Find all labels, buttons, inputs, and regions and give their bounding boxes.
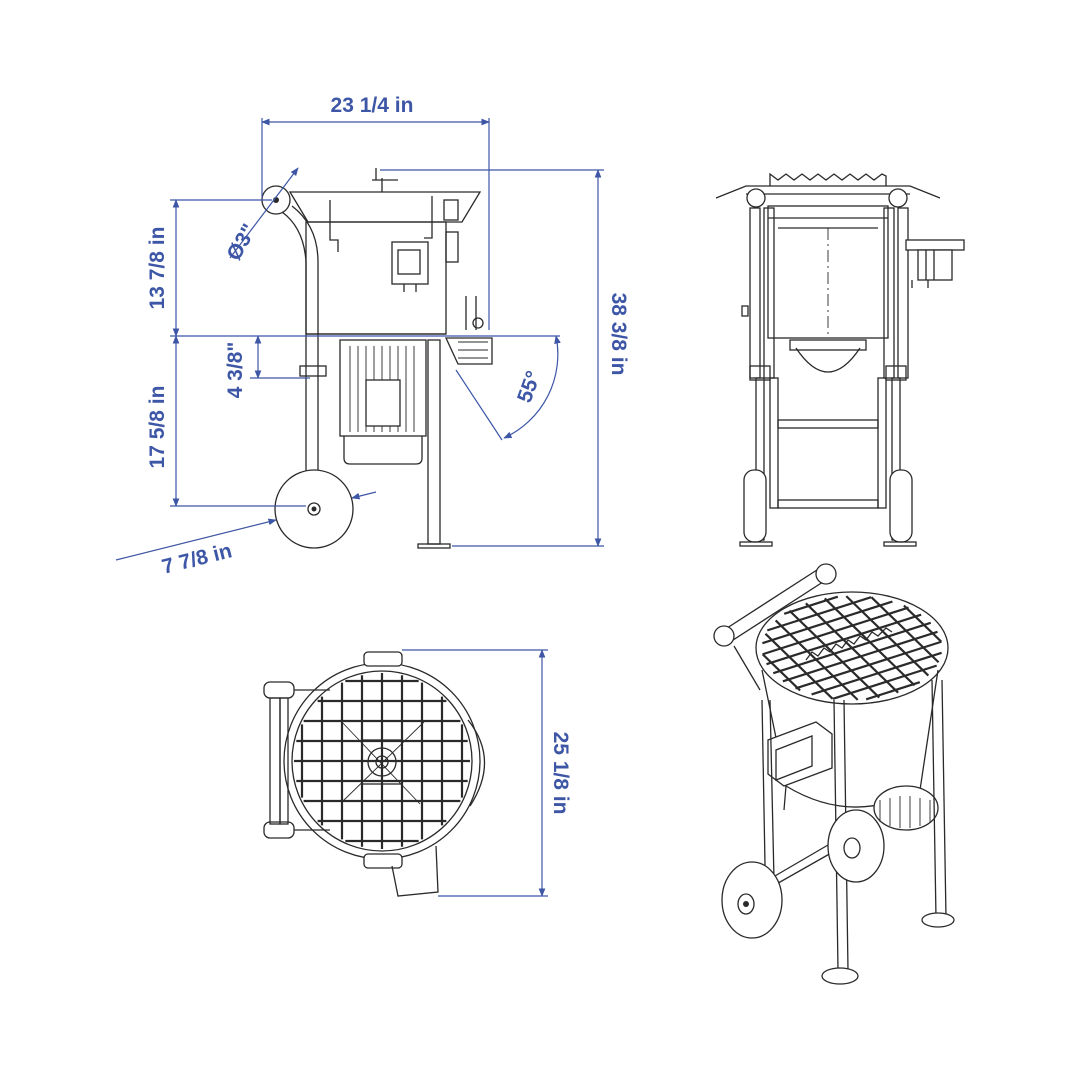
tilt-angle-label: 55°: [513, 368, 545, 406]
isometric-view: [713, 563, 955, 985]
side-view: [261, 168, 493, 549]
grid-bar: [761, 653, 801, 692]
top-view-dimensions: 25 1/8 in: [402, 649, 572, 897]
grid-bar: [795, 640, 942, 690]
grid-bar: [805, 602, 899, 694]
wheel-size-label: 7 7/8 in: [160, 539, 235, 579]
grid-bar: [782, 630, 938, 683]
top-view: [263, 651, 486, 897]
isometric-grid: [761, 595, 943, 701]
side-view-dimensions: 23 1/4 in Ø3" 13 7/8 in 4 3/8" 17 5/8 in…: [115, 94, 630, 579]
overall-width-label: 23 1/4 in: [331, 94, 414, 117]
upper-height-label: 13 7/8 in: [146, 227, 169, 310]
front-view: [715, 172, 965, 547]
grid-bar: [903, 604, 943, 643]
handle-wheel-diameter-label: Ø3": [222, 220, 261, 264]
gap-height-label: 4 3/8": [224, 342, 247, 399]
grid-bar: [832, 664, 938, 700]
grid-bar: [762, 600, 893, 645]
grid-bar: [823, 597, 916, 687]
lower-height-label: 17 5/8 in: [146, 386, 169, 469]
overall-height-label: 38 3/8 in: [607, 293, 630, 376]
grid-bar: [870, 596, 940, 664]
grid-bar: [783, 595, 839, 615]
top-view-depth-label: 25 1/8 in: [549, 732, 572, 815]
grid-bar: [764, 632, 834, 700]
top-view-grid: [294, 673, 470, 849]
grid-bar: [865, 681, 921, 701]
grid-bar: [811, 651, 942, 696]
